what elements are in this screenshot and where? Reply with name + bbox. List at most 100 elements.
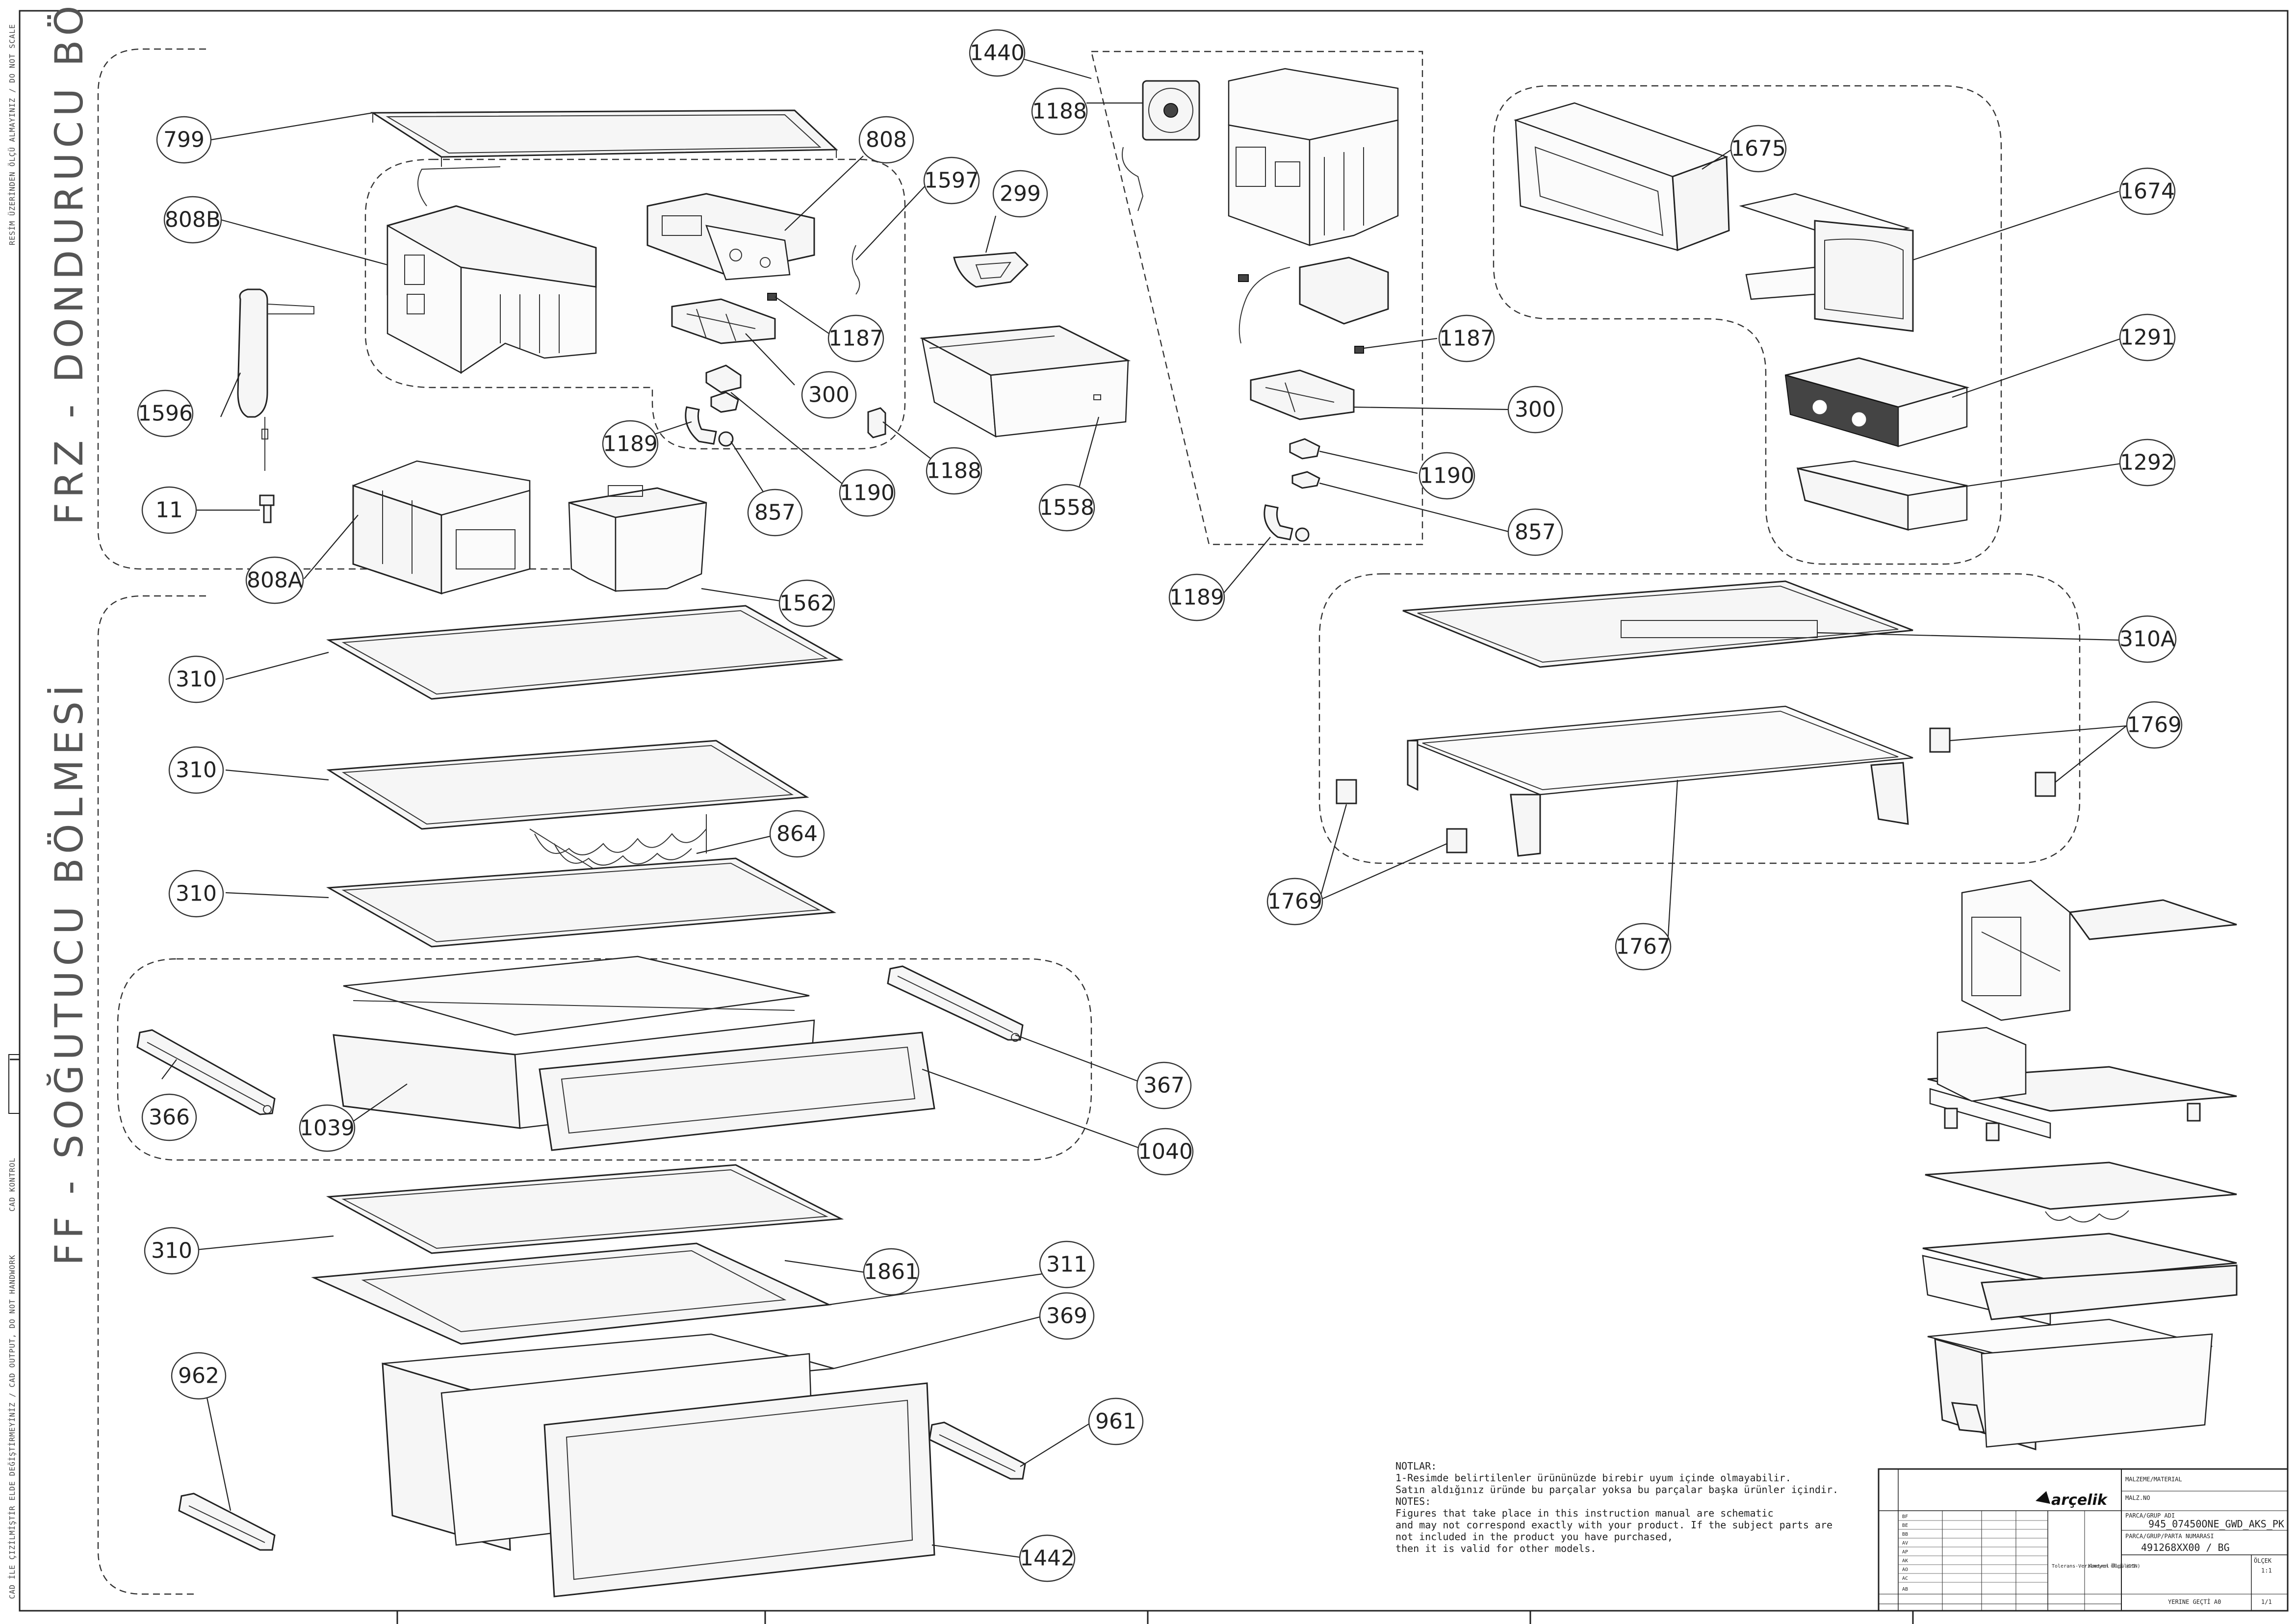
group-outline-icemaker-right xyxy=(1090,51,1423,545)
svg-text:1596: 1596 xyxy=(138,401,193,426)
group-outline-freezer xyxy=(97,48,618,570)
part-1596-sensor xyxy=(237,288,314,471)
svg-text:arçelik: arçelik xyxy=(2051,1492,2108,1509)
part-310-shelf-1 xyxy=(326,605,844,700)
svg-text:11: 11 xyxy=(155,498,183,523)
callout-1558: 1558 xyxy=(1038,484,1095,532)
callout-808b: 808B xyxy=(163,196,222,244)
notes-line: then it is valid for other models. xyxy=(1395,1543,1596,1554)
svg-text:310: 310 xyxy=(176,667,217,692)
part-310a-shelf xyxy=(1402,580,1913,668)
group-label: PARCA/GRUP ADI xyxy=(2125,1512,2175,1519)
part-1188-small-box xyxy=(867,407,886,438)
part-808b-duct-cover xyxy=(387,166,597,374)
callout-1769-right: 1769 xyxy=(2126,701,2183,749)
part-1292-small-tray xyxy=(1796,460,1968,531)
revision-code: AV xyxy=(1902,1541,1908,1546)
svg-text:367: 367 xyxy=(1143,1073,1185,1098)
svg-text:1292: 1292 xyxy=(2120,450,2175,475)
revision-code: AK xyxy=(1902,1558,1908,1564)
part-no-label: MALZ.NO xyxy=(2125,1495,2150,1501)
callout-310a: 310A xyxy=(2118,615,2177,663)
callout-311: 311 xyxy=(1039,1240,1095,1289)
notes-line: NOTES: xyxy=(1395,1495,1431,1507)
svg-text:311: 311 xyxy=(1046,1252,1087,1277)
part-1597-cable xyxy=(851,245,860,295)
callout-1190-left: 1190 xyxy=(839,469,896,517)
svg-text:1675: 1675 xyxy=(1731,136,1786,161)
part-1442-drawer-front xyxy=(543,1382,935,1598)
svg-text:310A: 310A xyxy=(2119,627,2175,652)
part-300-ice-tray xyxy=(671,298,776,344)
svg-text:799: 799 xyxy=(163,128,205,153)
notes-line: NOTLAR: xyxy=(1395,1460,1437,1472)
svg-text:1861: 1861 xyxy=(864,1260,919,1285)
notes-line: Figures that take place in this instruct… xyxy=(1395,1507,1774,1519)
callout-857-left: 857 xyxy=(747,489,803,537)
svg-text:1187: 1187 xyxy=(828,326,883,351)
notes-line: 1-Resimde belirtilenler ürününüzde bireb… xyxy=(1395,1472,1791,1484)
part-1040-crisper-front xyxy=(539,1031,935,1151)
callout-1861: 1861 xyxy=(863,1248,920,1296)
revision-code: AC xyxy=(1902,1576,1908,1581)
svg-text:808: 808 xyxy=(866,128,907,153)
part-808-icemaker xyxy=(646,193,815,281)
callout-1188-fan: 1188 xyxy=(1031,87,1088,135)
svg-text:1291: 1291 xyxy=(2120,325,2175,350)
part-1189-bracket-right xyxy=(1264,504,1310,542)
cad-control-box xyxy=(8,1054,20,1114)
svg-text:1440: 1440 xyxy=(970,41,1025,66)
callout-310-d: 310 xyxy=(144,1227,200,1275)
assembly-overview-upper xyxy=(1961,879,2237,1021)
svg-text:300: 300 xyxy=(808,383,850,408)
notes-block: NOTLAR: 1-Resimde belirtilenler ürününüz… xyxy=(1395,1460,1838,1554)
svg-text:1674: 1674 xyxy=(2120,179,2175,204)
part-number: 491268XX00 / BG xyxy=(2141,1542,2230,1553)
revision-code: BB xyxy=(1902,1532,1908,1537)
svg-text:310: 310 xyxy=(176,758,217,783)
svg-text:1040: 1040 xyxy=(1138,1139,1193,1164)
svg-text:1562: 1562 xyxy=(779,591,834,616)
callout-366: 366 xyxy=(141,1093,197,1141)
svg-text:1188: 1188 xyxy=(1032,99,1087,124)
sheet-label: YERINE GEÇTİ A0 xyxy=(2168,1598,2221,1605)
callout-962: 962 xyxy=(171,1352,227,1400)
revision-code: AP xyxy=(1902,1549,1908,1555)
svg-text:369: 369 xyxy=(1046,1304,1087,1329)
callout-1674: 1674 xyxy=(2119,167,2176,215)
part-11-connector xyxy=(259,494,275,523)
svg-text:1039: 1039 xyxy=(300,1116,355,1141)
margin-note-cad-control: CAD KONTROL xyxy=(8,1158,17,1212)
callout-1562: 1562 xyxy=(778,579,835,627)
drawing-frame xyxy=(19,10,2289,1612)
part-1187-gear-right xyxy=(1354,346,1364,354)
group-outline-crispers xyxy=(117,958,1092,1161)
part-310-shelf-3 xyxy=(326,857,837,948)
part-1769-clips xyxy=(1336,727,2056,853)
svg-text:299: 299 xyxy=(1000,181,1041,206)
callout-1675: 1675 xyxy=(1730,125,1787,173)
section-title-fridge: FF - SOĞUTUCU BÖLMESİ xyxy=(47,680,92,1265)
part-799-freezer-shelf xyxy=(370,109,838,167)
svg-text:808B: 808B xyxy=(165,207,221,232)
svg-text:1767: 1767 xyxy=(1616,934,1671,959)
part-1861-crisper-cover xyxy=(311,1242,832,1345)
title-block: BF BE BB AV AP AK AO AC AB arçelik MALZE… xyxy=(1878,1468,2289,1612)
revision-code: AO xyxy=(1902,1567,1908,1572)
callout-1187-right: 1187 xyxy=(1438,314,1495,362)
svg-text:310: 310 xyxy=(176,881,217,906)
svg-text:310: 310 xyxy=(151,1238,192,1263)
callout-1291: 1291 xyxy=(2119,313,2176,361)
callout-367: 367 xyxy=(1136,1061,1192,1109)
part-list-label: PARCA/GRUP/PARTA NUMARASI xyxy=(2125,1533,2214,1540)
tolerance-label: Tolerans-Verilmeyen Ölçü (DIN) xyxy=(2052,1563,2141,1569)
brand-logo: arçelik xyxy=(2036,1491,2108,1509)
callout-808a: 808A xyxy=(245,556,304,604)
part-808a-housing xyxy=(352,460,531,595)
part-1562-ice-bucket xyxy=(568,485,707,592)
part-962-slide-left xyxy=(178,1493,276,1551)
part-367-slide-right xyxy=(887,965,1024,1042)
part-1675-ice-bin xyxy=(1513,102,1730,252)
svg-text:1187: 1187 xyxy=(1439,326,1494,351)
